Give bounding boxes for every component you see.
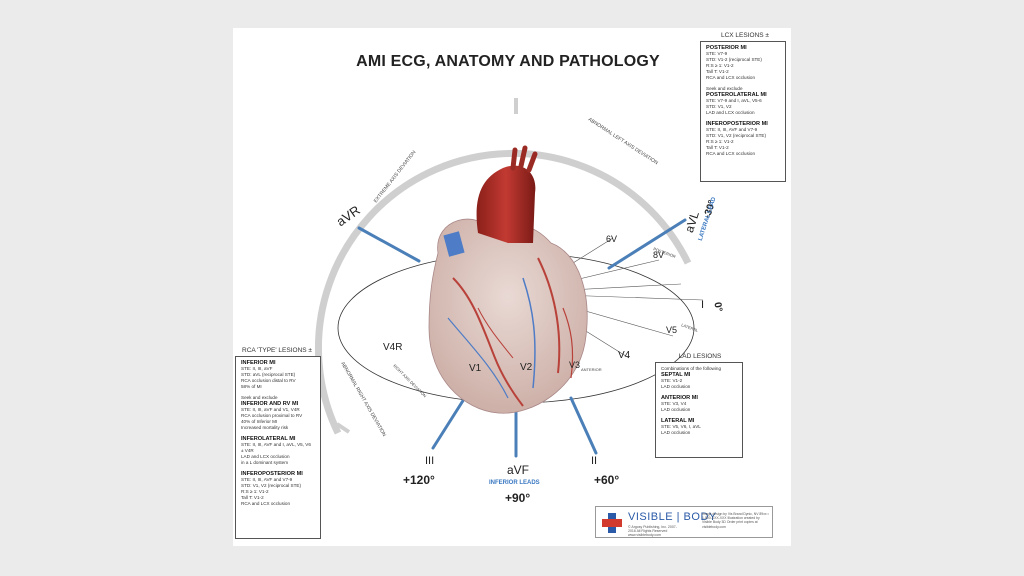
rca-line: Tall T: V1-2 — [241, 495, 264, 500]
lead-ray-ii — [569, 396, 598, 455]
lead-label-avl-deg: -30° — [702, 199, 718, 220]
lcx-line: STD: V1, V2 (reciprocal STE) — [706, 133, 766, 138]
rca-line: 40% of Inferior MI — [241, 419, 278, 424]
lcx-line: STD: V1-2 (reciprocal STE) — [706, 57, 762, 62]
lead-label-v2: V2 — [520, 362, 533, 373]
rca-line: STE: II, III, AVF and V7-9 — [241, 477, 293, 482]
lcx-posterior-heading: POSTERIOR MI — [706, 45, 747, 51]
logo-publisher: © Argosy Publishing, Inc. 2007-2016 All … — [628, 525, 677, 537]
rca-line: RCA occlusion proximal to RV — [241, 413, 303, 418]
lead-ray-avr — [357, 226, 421, 263]
lead-label-v3: V3 — [569, 360, 580, 370]
lad-line: STE: V1-2 — [661, 378, 683, 383]
lad-anterior-heading: ANTERIOR MI — [661, 395, 698, 401]
lcx-line: STE: V7-9 and I, aVL, V5-6 — [706, 98, 762, 103]
lcx-line: R:S ≥ 1: V1-2 — [706, 139, 734, 144]
lcx-line: Tall T: V1-2 — [706, 69, 729, 74]
page-title: AMI ECG, ANATOMY AND PATHOLOGY — [356, 53, 660, 70]
rca-line: STE: II, III, aVF — [241, 366, 273, 371]
lad-line: LAD occlusion — [661, 407, 691, 412]
arc-label-right-axis: RIGHT AXIS DEVIATION — [392, 363, 427, 398]
lcx-lesions-box: POSTERIOR MI STE: V7-9 STD: V1-2 (recipr… — [700, 41, 786, 182]
rca-seek: Seek and exclude — [241, 395, 278, 400]
lead-label-v6: 6V — [606, 234, 617, 244]
heart-illustration — [428, 145, 588, 414]
lead-label-v8: 8V — [653, 250, 664, 260]
rca-inferior-heading: INFERIOR MI — [241, 360, 276, 366]
lead-label-inferior: INFERIOR LEADS — [489, 480, 540, 486]
lcx-line: STD: V1, V2 — [706, 104, 732, 109]
arc-label-abnormal-left: ABNORMAL LEFT AXIS DEVIATION — [587, 117, 659, 167]
rca-line: Increased mortality risk — [241, 425, 289, 430]
rca-caption: RCA 'TYPE' LESIONS ± — [242, 347, 312, 354]
lad-line: STE: V3, V4 — [661, 401, 687, 406]
rca-line: RCA occlusion distal to RV — [241, 378, 296, 383]
rca-lesions-box: INFERIOR MI STE: II, III, aVF STD: aVL (… — [235, 356, 321, 539]
visible-body-logo: VISIBLE | BODY © Argosy Publishing, Inc.… — [595, 506, 773, 538]
lead-label-v5: V5 — [666, 325, 677, 335]
lead-label-i: I — [701, 299, 704, 311]
rca-line: STD: V1, V2 (reciprocal STE) — [241, 483, 301, 488]
rca-line: STE: II, III, aVF and V1, V4R — [241, 407, 300, 412]
lead-label-v1: V1 — [469, 363, 482, 374]
lad-line: STE: V5, V6, I, aVL — [661, 424, 701, 429]
logo-contact: Image design by Vis Brand Dynic, NV 89xx… — [702, 512, 769, 529]
lad-septal-heading: SEPTAL MI — [661, 372, 691, 378]
lcx-caption: LCX LESIONS ± — [720, 32, 769, 39]
arc-tick — [335, 422, 351, 434]
lcx-line: Tall T: V1-2 — [706, 145, 729, 150]
lcx-posterolateral-heading: POSTEROLATERAL MI — [706, 92, 767, 98]
ecg-diagram: EXTREME AXIS DEVIATION ABNORMAL LEFT AXI… — [314, 98, 724, 505]
lcx-line: RCA and LCX occlusion — [706, 75, 756, 80]
lcx-line: STE: V7-9 — [706, 51, 728, 56]
lcx-line: RCA and LCX occlusion — [706, 151, 756, 156]
lad-intro: Combinations of the following — [661, 366, 722, 371]
rca-line: 58% of MI — [241, 384, 262, 389]
lcx-seek: Seek and exclude — [706, 86, 743, 91]
logo-name: VISIBLE | BODY — [628, 511, 717, 523]
lead-label-lateral-small: LATERAL — [681, 322, 700, 333]
rca-line: in a L dominant system — [241, 460, 289, 465]
lead-label-avf: aVF — [507, 463, 529, 477]
lead-label-avf-deg: +90° — [505, 491, 530, 505]
lead-label-iii-deg: +120° — [403, 473, 435, 487]
lad-line: LAD occlusion — [661, 384, 691, 389]
lad-lateral-heading: LATERAL MI — [661, 418, 695, 424]
lcx-line: LAD and LCX occlusion — [706, 110, 755, 115]
lead-ray-avl — [607, 218, 687, 270]
lead-label-i-deg: 0° — [711, 301, 723, 312]
lead-label-avl: aVL — [682, 209, 702, 234]
lead-label-iii: III — [425, 455, 434, 467]
rca-line: RCA and LCX occlusion — [241, 501, 291, 506]
rca-line: STD: aVL (reciprocal STE) — [241, 372, 296, 377]
medical-cross-icon — [602, 513, 622, 533]
rca-inferoposterior-heading: INFEROPOSTERIOR MI — [241, 471, 303, 477]
rca-line: LAD and LCX occlusion — [241, 454, 290, 459]
lead-label-ii-deg: +60° — [594, 473, 619, 487]
lad-caption: LAD LESIONS — [678, 353, 722, 360]
lad-lesions-box: Combinations of the following SEPTAL MI … — [655, 362, 743, 458]
rca-line: R:S ≥ 1: V1-2 — [241, 489, 269, 494]
rca-line: ± V4R — [241, 448, 254, 453]
lead-label-ii: II — [591, 455, 597, 467]
lead-label-anterior: ANTERIOR — [581, 367, 602, 372]
axis-arc — [314, 149, 692, 435]
lad-line: LAD occlusion — [661, 430, 691, 435]
rca-line: STE: II, III, AVF and I, aVL, V5, V6 — [241, 442, 311, 447]
arc-label-abnormal-right: ABNORMAL RIGHT AXIS DEVIATION — [339, 361, 387, 438]
lead-label-v4: V4 — [618, 350, 631, 361]
lcx-line: R:S ≥ 1: V1-2 — [706, 63, 734, 68]
lead-label-v4r: V4R — [383, 342, 402, 353]
lcx-inferoposterior-heading: INFEROPOSTERIOR MI — [706, 121, 768, 127]
rca-inferolateral-heading: INFEROLATERAL MI — [241, 436, 296, 442]
poster: EXTREME AXIS DEVIATION ABNORMAL LEFT AXI… — [233, 28, 791, 546]
lcx-line: STE: II, III, AVF and V7-9 — [706, 127, 758, 132]
rca-inferior-rv-heading: INFERIOR AND RV MI — [241, 401, 299, 407]
